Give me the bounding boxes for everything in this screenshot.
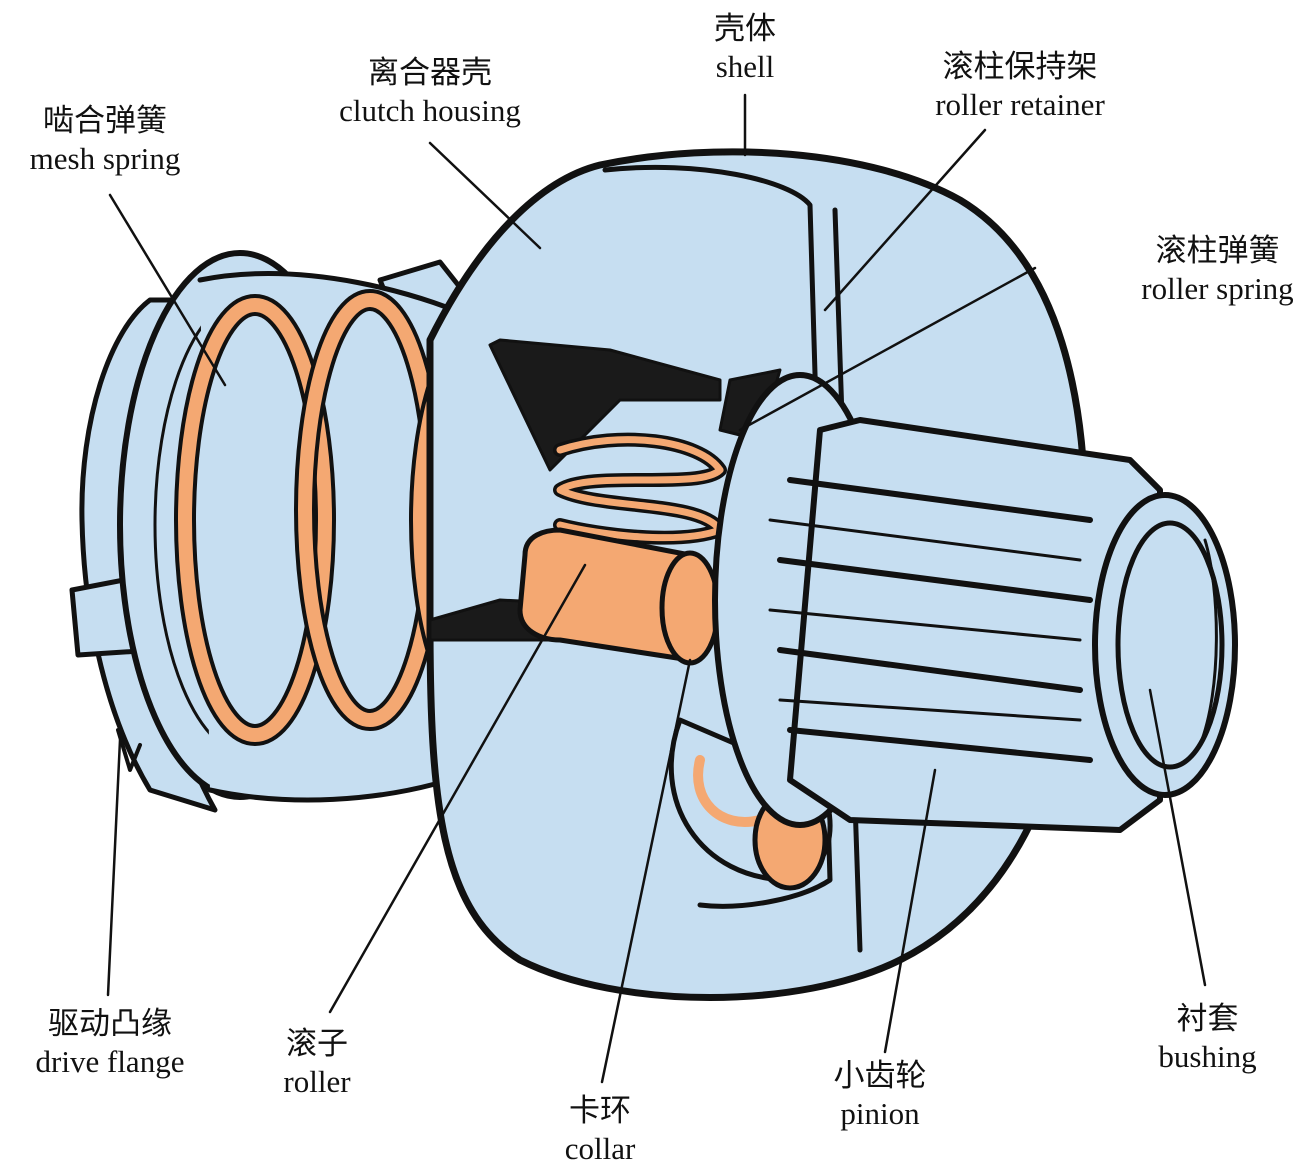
leader-mesh-spring (108, 193, 227, 387)
label-en: drive flange (35, 1043, 185, 1079)
label-zh: 滚子 (286, 1026, 348, 1061)
label-en: mesh spring (29, 140, 181, 176)
label-zh: 驱动凸缘 (48, 1006, 172, 1041)
label-en: roller retainer (935, 86, 1105, 122)
leader-roller-retainer (823, 128, 987, 312)
label-pinion: 小齿轮 pinion (815, 1057, 945, 1133)
leader-drive-flange (106, 738, 122, 997)
label-zh: 啮合弹簧 (43, 103, 167, 138)
label-en: roller spring (1141, 270, 1294, 306)
pinion-part (712, 372, 1163, 833)
label-zh: 滚柱保持架 (942, 49, 1098, 84)
label-en: pinion (840, 1095, 920, 1131)
label-clutch-housing: 离合器壳 clutch housing (320, 54, 540, 130)
label-zh: 离合器壳 (368, 55, 492, 90)
label-en: clutch housing (339, 92, 521, 128)
label-mesh-spring: 啮合弹簧 mesh spring (10, 102, 200, 178)
label-shell: 壳体 shell (690, 10, 800, 86)
label-collar: 卡环 collar (545, 1092, 655, 1168)
label-zh: 卡环 (569, 1093, 631, 1128)
label-en: collar (564, 1130, 636, 1166)
label-zh: 衬套 (1176, 1001, 1239, 1036)
label-bushing: 衬套 bushing (1145, 1000, 1270, 1076)
leader-pinion (883, 768, 937, 1054)
label-drive-flange: 驱动凸缘 drive flange (15, 1005, 205, 1081)
label-roller: 滚子 roller (262, 1025, 372, 1101)
leader-roller (328, 563, 587, 1014)
label-roller-retainer: 滚柱保持架 roller retainer (915, 48, 1125, 124)
label-en: roller (283, 1063, 351, 1099)
label-zh: 壳体 (714, 11, 776, 46)
leader-bushing (1148, 688, 1207, 987)
label-roller-spring: 滚柱弹簧 roller spring (1125, 232, 1310, 308)
leader-collar (600, 658, 692, 1084)
label-en: bushing (1158, 1038, 1257, 1074)
leader-clutch-housing (428, 141, 542, 250)
leader-lines (106, 93, 1207, 1084)
label-zh: 小齿轮 (833, 1058, 927, 1093)
label-zh: 滚柱弹簧 (1155, 233, 1280, 268)
bushing-part (1092, 492, 1238, 798)
label-en: shell (715, 48, 775, 84)
leader-roller-spring (738, 266, 1037, 432)
